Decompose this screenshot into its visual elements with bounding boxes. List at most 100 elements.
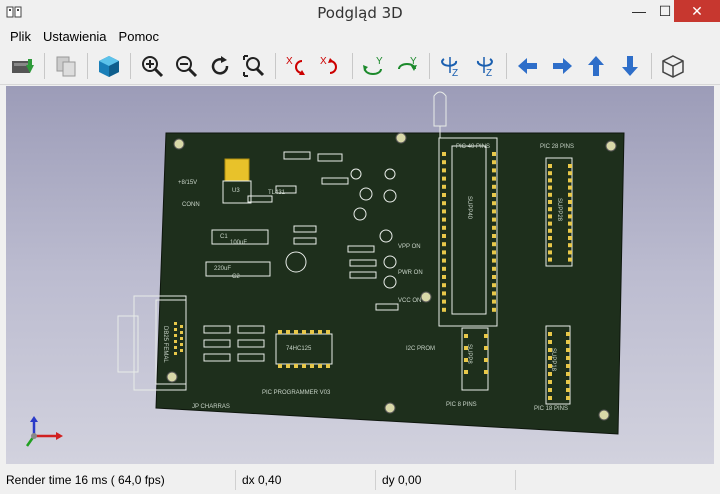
- pin: [326, 330, 330, 334]
- move-up-button[interactable]: [579, 50, 613, 82]
- zoom-out-button[interactable]: [169, 50, 203, 82]
- label-db25: DB25 FEMAL: [162, 326, 168, 363]
- zoom-in-button[interactable]: [135, 50, 169, 82]
- pin: [492, 160, 496, 165]
- zoom-fit-icon: [243, 54, 265, 77]
- orthographic-icon: [662, 54, 684, 78]
- zoom-fit-button[interactable]: [237, 50, 271, 82]
- pin: [442, 184, 446, 189]
- 3d-box-button[interactable]: [92, 50, 126, 82]
- label-vpp-on: VPP ON: [398, 244, 421, 250]
- pin: [548, 356, 552, 360]
- status-bar: Render time 16 ms ( 64,0 fps) dx 0,40 dy…: [0, 466, 720, 494]
- pic18-pins: [548, 332, 570, 400]
- label-c2-value: 220uF: [214, 266, 231, 272]
- menu-ustawienia[interactable]: Ustawienia: [42, 28, 107, 44]
- rotate-y-ccw-icon: Y: [363, 56, 383, 75]
- pin: [548, 372, 552, 376]
- svg-text:Y: Y: [410, 56, 417, 67]
- pin: [568, 185, 572, 190]
- pin: [492, 184, 496, 189]
- copy-button[interactable]: [49, 50, 83, 82]
- maximize-button[interactable]: ☐: [658, 2, 672, 19]
- pin: [566, 388, 570, 392]
- svg-text:Z: Z: [486, 68, 492, 79]
- toolbar-separator: [506, 52, 507, 79]
- export-button[interactable]: [6, 50, 40, 82]
- mounting-holes: [166, 132, 617, 421]
- ic-74hc125-pins: [278, 330, 330, 368]
- pin: [492, 242, 496, 247]
- pin: [492, 168, 496, 173]
- capacitor-c2: [205, 261, 271, 277]
- pin: [294, 364, 298, 368]
- move-left-icon: [518, 57, 537, 74]
- label-pic28: PIC 28 PINS: [540, 144, 574, 150]
- pin: [442, 266, 446, 271]
- axes-gizmo: [25, 416, 63, 447]
- pin: [566, 332, 570, 336]
- leds: [350, 168, 397, 289]
- rotate-y-cw-button[interactable]: Y: [391, 50, 425, 82]
- pin: [318, 330, 322, 334]
- toolbar: X X Y Y Z Z: [0, 47, 720, 85]
- pin: [442, 307, 446, 312]
- pin: [286, 330, 290, 334]
- pin: [442, 291, 446, 296]
- pin: [492, 258, 496, 263]
- rotate-y-cw-icon: Y: [398, 56, 417, 71]
- pin: [442, 258, 446, 263]
- rotate-x-cw-button[interactable]: X: [314, 50, 348, 82]
- pic8-pins: [464, 334, 488, 374]
- pin: [568, 257, 572, 262]
- pin: [548, 171, 552, 176]
- pin: [484, 346, 488, 350]
- pin: [442, 234, 446, 238]
- pin: [548, 192, 552, 197]
- pin: [302, 364, 306, 368]
- socket-pic28: [545, 157, 573, 267]
- move-right-icon: [553, 57, 572, 74]
- label-pwr-on: PWR ON: [398, 270, 423, 276]
- pin: [548, 228, 552, 233]
- pin: [464, 370, 468, 374]
- redraw-button[interactable]: [203, 50, 237, 82]
- move-up-icon: [588, 55, 604, 76]
- 3d-viewport[interactable]: PIC 40 PINS PIC 28 PINS PIC 8 PINS PIC 1…: [6, 86, 714, 464]
- menu-pomoc[interactable]: Pomoc: [118, 28, 160, 44]
- pin: [492, 209, 496, 214]
- rotate-x-cw-icon: X: [320, 56, 337, 74]
- pin: [568, 178, 572, 183]
- minimize-button[interactable]: —: [632, 3, 646, 19]
- label-u4: SUPP8: [466, 344, 472, 364]
- pin: [318, 364, 322, 368]
- zoom-in-icon: [142, 55, 164, 77]
- pin: [464, 358, 468, 362]
- close-button[interactable]: ✕: [674, 0, 720, 22]
- orthographic-button[interactable]: [656, 50, 690, 82]
- pin: [568, 200, 572, 204]
- pin: [464, 334, 468, 338]
- move-left-button[interactable]: [511, 50, 545, 82]
- pin: [442, 299, 446, 304]
- pin: [484, 334, 488, 338]
- pin: [442, 160, 446, 165]
- pin: [492, 225, 496, 230]
- move-right-button[interactable]: [545, 50, 579, 82]
- menu-plik[interactable]: Plik: [10, 28, 31, 44]
- rotate-z-ccw-icon: Z: [441, 56, 458, 79]
- pin: [302, 330, 306, 334]
- pin: [548, 388, 552, 392]
- rotate-z-ccw-button[interactable]: Z: [434, 50, 468, 82]
- rotate-y-ccw-button[interactable]: Y: [357, 50, 391, 82]
- pin: [566, 372, 570, 376]
- rotate-z-cw-button[interactable]: Z: [468, 50, 502, 82]
- pin: [442, 242, 446, 247]
- rotate-x-ccw-button[interactable]: X: [280, 50, 314, 82]
- pin: [442, 193, 446, 197]
- pin: [548, 185, 552, 190]
- label-c1-value: 100uF: [230, 240, 247, 246]
- move-down-button[interactable]: [613, 50, 647, 82]
- pin: [566, 364, 570, 368]
- pin: [492, 299, 496, 304]
